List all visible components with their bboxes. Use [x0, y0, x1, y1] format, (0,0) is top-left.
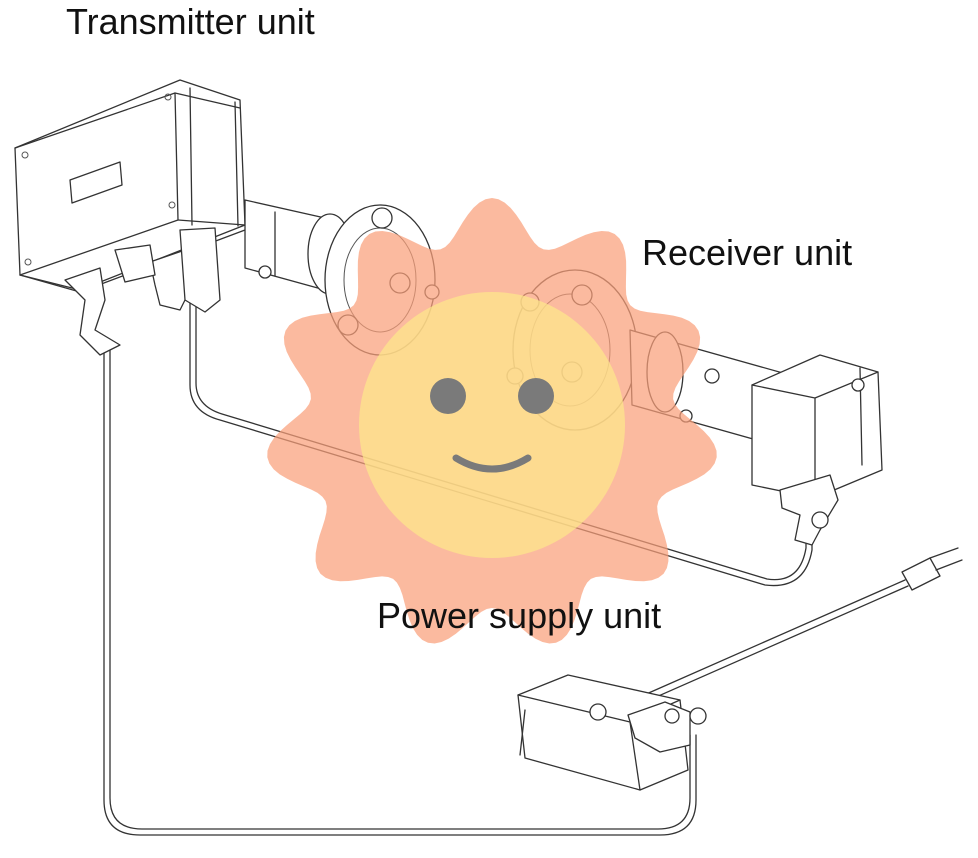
power-supply-enclosure: [517, 674, 707, 791]
transmitter-unit-label: Transmitter unit: [66, 1, 315, 42]
receiver-unit-label: Receiver unit: [642, 232, 853, 273]
cable-transmitter-to-power-supply: [103, 344, 697, 836]
receiver-unit-enclosure: [751, 354, 883, 499]
smiley-left-eye: [430, 378, 466, 414]
receiver-mounting-bracket: [779, 474, 839, 546]
smiley-right-eye: [518, 378, 554, 414]
smiley-mouth: [452, 454, 532, 473]
transmitter-mounting-brackets: [64, 227, 221, 356]
power-supply-unit-label: Power supply unit: [377, 595, 662, 636]
cable-power-plug: [609, 547, 963, 717]
smiley-sun-icon: [267, 198, 717, 644]
